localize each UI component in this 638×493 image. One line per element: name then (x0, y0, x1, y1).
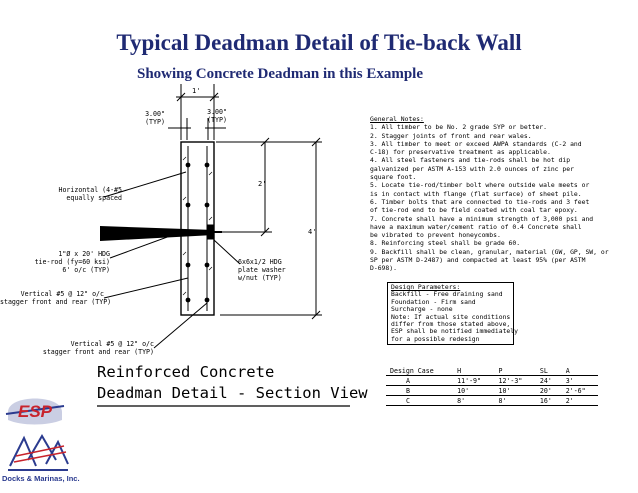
cell-sl: 24' (535, 375, 562, 386)
header-a: A (561, 366, 598, 376)
esp-logo-text: ESP (18, 402, 53, 421)
cell-h: 11'-9" (453, 375, 495, 386)
label-tierod-line1: 1"Ø x 20' HDG (58, 250, 110, 258)
header-h: H (453, 366, 495, 376)
design-parameters-line: Note: If actual site conditions (391, 312, 511, 321)
design-parameters-heading: Design Parameters: (391, 283, 461, 291)
cell-case: A (386, 375, 454, 386)
header-design-case: Design Case (386, 366, 454, 376)
cell-case: B (386, 385, 454, 396)
design-parameters-line: Surcharge - none (391, 305, 453, 314)
label-vertical-a-line1: Vertical #5 @ 12" o/c (20, 290, 104, 298)
drawing-caption: Reinforced Concrete Deadman Detail - Sec… (97, 362, 368, 404)
label-plate-washer: 6x6x1/2 HDG plate washer w/nut (TYP) (238, 258, 286, 282)
design-parameters-box: Design Parameters: Backfill - Free drain… (387, 282, 518, 345)
general-notes: General Notes: 1. All timber to be No. 2… (370, 115, 609, 273)
label-horizontal-rebar: Horizontal (4-#5 equally spaced (22, 186, 122, 202)
cell-p: 10' (494, 385, 536, 396)
general-notes-line: 5. Locate tie-rod/timber bolt where outs… (370, 181, 590, 190)
general-notes-line: of tie-rod end to be field coated with c… (370, 206, 578, 215)
dim-left-spacing-value: 3.00" (145, 110, 165, 118)
design-case-table: Design Case H P SL A A 11'-9" 12'-3" 24'… (386, 366, 598, 406)
general-notes-line: 1. All timber to be No. 2 grade SYP or b… (370, 123, 547, 132)
dim-left-spacing: 3.00" (TYP) (140, 110, 170, 126)
dim-total-height: 4' (308, 228, 317, 236)
general-notes-line: 6. Timber bolts that are connected to ti… (370, 197, 590, 206)
dim-right-spacing-typ: (TYP) (207, 116, 227, 124)
cell-h: 10' (453, 385, 495, 396)
esp-logo: ESP (5, 398, 65, 425)
label-plate-line3: w/nut (TYP) (238, 274, 282, 282)
dim-mid-height: 2' (258, 180, 267, 188)
slide-title: Typical Deadman Detail of Tie-back Wall (116, 30, 522, 55)
docks-marinas-logo-mark (8, 434, 69, 471)
general-notes-heading: General Notes: (370, 115, 424, 123)
table-row: A 11'-9" 12'-3" 24' 3' (386, 375, 598, 386)
label-vertical-rebar-a: Vertical #5 @ 12" o/c stagger front and … (0, 290, 112, 306)
general-notes-line: galvanized per ASTM A-153 with 2.0 ounce… (370, 164, 574, 173)
label-tie-rod: 1"Ø x 20' HDG tie-rod (fy=60 ksi) 6' o/c… (8, 250, 110, 274)
label-plate-line1: 6x6x1/2 HDG (238, 258, 282, 266)
general-notes-line: 8. Reinforcing steel shall be grade 60. (370, 239, 521, 248)
general-notes-line: be vibrated to prevent honeycombs. (370, 231, 501, 240)
cell-p: 8' (494, 395, 536, 406)
label-plate-line2: plate washer (238, 266, 286, 274)
label-vertical-a-line2: stagger front and rear (TYP) (0, 298, 112, 306)
label-vertical-rebar-b: Vertical #5 @ 12" o/c stagger front and … (40, 340, 154, 356)
dim-right-spacing-value: 3.00" (207, 108, 227, 116)
cell-p: 12'-3" (494, 375, 536, 386)
design-parameters-line: differ from those stated above, (391, 320, 511, 329)
cell-a: 2' (561, 395, 598, 406)
design-parameters-line: Foundation - Firm sand (391, 297, 476, 306)
general-notes-line: 2. Stagger joints of front and rear wale… (370, 131, 532, 140)
label-horizontal-line1: Horizontal (4-#5 (58, 186, 122, 194)
general-notes-line: square foot. (370, 173, 417, 182)
design-case-header-row: Design Case H P SL A (386, 366, 598, 376)
table-row: B 10' 10' 20' 2'-6" (386, 385, 598, 396)
company-name: Docks & Marinas, Inc. (2, 474, 80, 483)
design-parameters-line: Backfill - Free draining sand (391, 290, 503, 299)
cell-case: C (386, 395, 454, 406)
design-parameters-line: for a possible redesign (391, 334, 480, 343)
cell-h: 8' (453, 395, 495, 406)
header-p: P (494, 366, 536, 376)
drawing-caption-line2: Deadman Detail - Section View (97, 384, 368, 402)
cell-sl: 20' (535, 385, 562, 396)
drawing-caption-line1: Reinforced Concrete (97, 363, 275, 381)
general-notes-line: have a maximum water/cement ratio of 0.4… (370, 222, 582, 231)
general-notes-line: 7. Concrete shall have a minimum strengt… (370, 214, 594, 223)
dim-right-spacing: 3.00" (TYP) (202, 108, 232, 124)
label-vertical-b-line2: stagger front and rear (TYP) (42, 348, 154, 356)
cell-sl: 16' (535, 395, 562, 406)
cell-a: 3' (561, 375, 598, 386)
label-tierod-line2: tie-rod (fy=60 ksi) (34, 258, 110, 266)
dim-left-spacing-typ: (TYP) (145, 118, 165, 126)
cell-a: 2'-6" (561, 385, 598, 396)
general-notes-line: SP per ASTM D-2487) and compacted at lea… (370, 256, 586, 265)
label-vertical-b-line1: Vertical #5 @ 12" o/c (70, 340, 154, 348)
dim-top-width: 1' (192, 87, 201, 95)
label-tierod-line3: 6' o/c (TYP) (62, 266, 110, 274)
general-notes-line: 4. All steel fasteners and tie-rods shal… (370, 156, 571, 165)
design-parameters-line: ESP shall be notified immediately (391, 327, 518, 336)
header-sl: SL (535, 366, 562, 376)
general-notes-line: 3. All timber to meet or exceed AWPA sta… (370, 139, 582, 148)
general-notes-line: 9. Backfill shall be clean, granular, ma… (370, 247, 609, 256)
general-notes-line: D-698). (370, 264, 397, 273)
slide-subtitle: Showing Concrete Deadman in this Example (137, 66, 423, 82)
table-row: C 8' 8' 16' 2' (386, 395, 598, 406)
label-horizontal-line2: equally spaced (66, 194, 122, 202)
general-notes-line: is in contact with flange (flat surface)… (370, 189, 582, 198)
general-notes-line: C-18) for preservative treatment as appl… (370, 148, 551, 157)
